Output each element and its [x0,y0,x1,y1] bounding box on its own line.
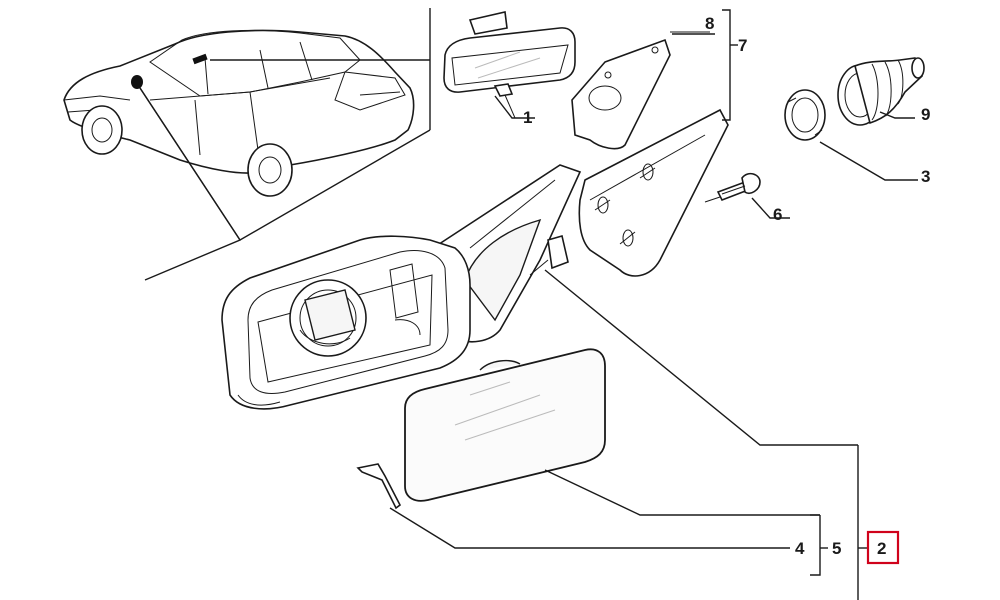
callout-7: 7 [738,36,747,55]
spring-clip [356,463,402,510]
callout-2: 2 [877,539,886,558]
interior-mirror [443,11,576,119]
exterior-mirror-assembly [221,164,582,410]
leader-lines [389,9,918,600]
rubber-boot [837,57,925,126]
callout-8: 8 [705,14,714,33]
car-overview-illustration [63,8,431,281]
callout-1: 1 [523,108,532,127]
callout-6: 6 [773,205,782,224]
mirror-mount-base [578,108,729,277]
callout-2-highlight[interactable]: 2 [866,530,900,565]
callout-9: 9 [921,105,930,124]
mounting-screw [704,172,761,203]
callout-3: 3 [921,167,930,186]
gasket-plate [571,31,710,150]
callout-5: 5 [832,539,841,558]
mirror-glass [404,348,606,502]
ring-nut [784,89,826,141]
callout-4: 4 [795,539,805,558]
